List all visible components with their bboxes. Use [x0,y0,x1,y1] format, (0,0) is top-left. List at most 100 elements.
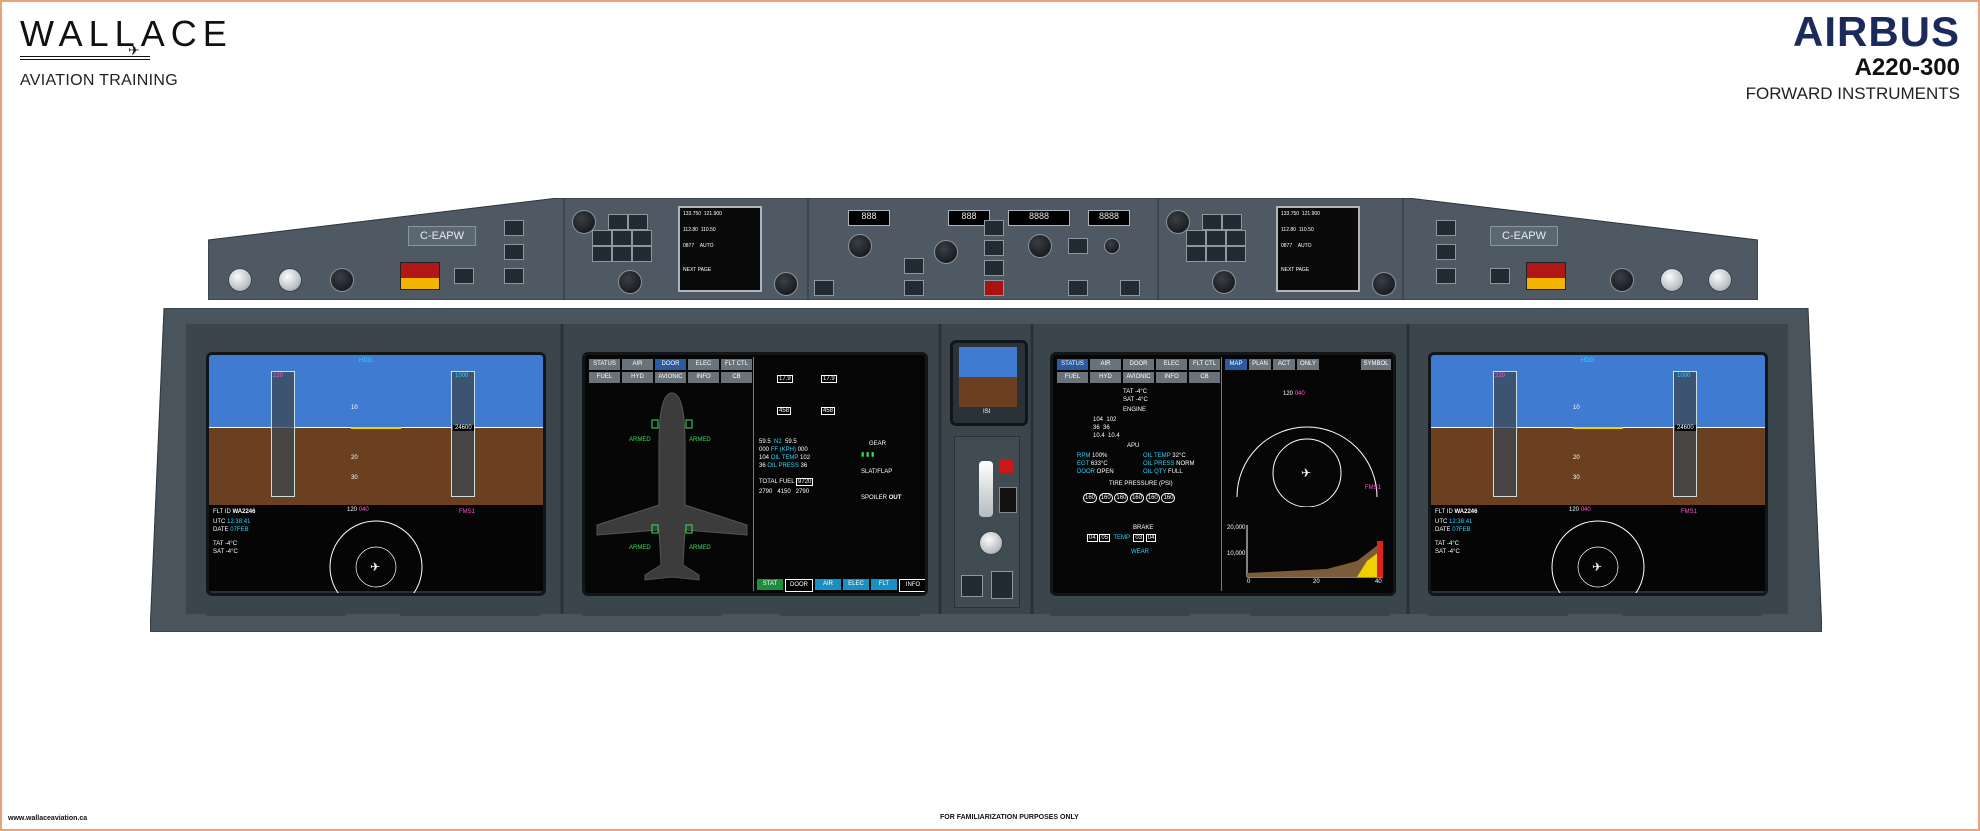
ccp-button[interactable] [1206,246,1226,262]
vsd-top-label: 20,000 [1227,525,1246,531]
left-dsply-button[interactable] [504,220,524,236]
tab-cb[interactable]: CB [721,372,752,383]
ccp-button[interactable] [612,230,632,246]
right-stby-button[interactable] [1436,244,1456,260]
tab-hyd[interactable]: HYD [622,372,653,383]
rtu-tuning-knob-left[interactable] [774,272,798,296]
fcp-button[interactable] [904,258,924,274]
tab-fuel[interactable]: FUEL [1057,372,1088,383]
auto-brake-disarm-button[interactable] [999,459,1013,473]
right-eject-button[interactable] [1436,268,1456,284]
tab-air[interactable]: AIR [622,359,653,370]
autoland-disconnect-button[interactable] [984,280,1004,296]
eicas-display: STATUS AIR DOOR ELEC FLT CTL FUEL HYD AV… [582,352,928,596]
master-warning-light[interactable] [400,262,440,290]
ccp-button[interactable] [1186,230,1206,246]
left-pfd: HDG 220 1000 24600 10 20 30 FLT ID WA224… [206,352,546,596]
right-dsply-button[interactable] [1436,220,1456,236]
outbd-brightness-knob[interactable] [228,268,252,292]
ccp-button[interactable] [1206,230,1226,246]
ccp-button[interactable] [608,214,628,230]
footer-website[interactable]: www.wallaceaviation.ca [8,815,88,822]
tab-hyd[interactable]: HYD [1090,372,1121,383]
ccp-button[interactable] [592,230,612,246]
chronometer-switch[interactable] [999,487,1017,513]
chrono-button-right[interactable] [1610,268,1634,292]
baro-knob-right[interactable] [1212,270,1236,294]
tab-only[interactable]: ONLY [1297,359,1319,370]
tab-fuel[interactable]: FUEL [589,372,620,383]
tab-door[interactable]: DOOR [1123,359,1154,370]
ap-button[interactable] [984,220,1004,236]
tab-map[interactable]: MAP [1225,359,1247,370]
chrono-button[interactable] [330,268,354,292]
bottom-tab[interactable]: STAT [757,579,783,590]
left-tail-number: C-EAPW [408,226,476,246]
fcp-button[interactable] [1068,238,1088,254]
left-stby-button[interactable] [504,244,524,260]
fcp-button[interactable] [1068,280,1088,296]
tab-avionic[interactable]: AVIONIC [655,372,686,383]
alternate-gear-switch[interactable] [991,571,1013,599]
baro-knob-left[interactable] [618,270,642,294]
ccp-button[interactable] [612,246,632,262]
tab-elec[interactable]: ELEC [1156,359,1187,370]
tab-flt-ctl[interactable]: FLT CTL [721,359,752,370]
tab-elec[interactable]: ELEC [688,359,719,370]
date-value: 07FEB [1452,527,1471,533]
bottom-tab[interactable]: AIR [815,579,841,590]
tab-symbol[interactable]: SYMBOL [1361,359,1391,370]
right-pfd: HDG 220 1000 24600 10 20 30 FLT ID WA224… [1428,352,1768,596]
caution-light[interactable] [401,278,439,289]
ccp-button[interactable] [1186,246,1206,262]
fcp-button[interactable] [904,280,924,296]
tab-flt-ctl[interactable]: FLT CTL [1189,359,1220,370]
altitude-knob[interactable] [1028,234,1052,258]
master-warning-light-right[interactable] [1526,262,1566,290]
at-button[interactable] [984,240,1004,256]
tab-act[interactable]: ACT [1273,359,1295,370]
inbd-brightness-knob[interactable] [278,268,302,292]
tab-status[interactable]: STATUS [1057,359,1088,370]
heading-knob[interactable] [934,240,958,264]
bottom-tab[interactable]: DOOR [785,579,813,592]
ccp-button[interactable] [632,230,652,246]
inbd-brightness-knob-right[interactable] [1660,268,1684,292]
tab-status[interactable]: STATUS [589,359,620,370]
ccp-button[interactable] [1222,214,1242,230]
sidestick-priority-button-right[interactable] [1490,268,1510,284]
sidestick-priority-button[interactable] [454,268,474,284]
bottom-tab[interactable]: INFO [899,579,925,592]
vs-wheel[interactable] [1104,238,1120,254]
autobrake-selector-knob[interactable] [979,531,1003,555]
fcp-button[interactable] [814,280,834,296]
gear-horn-mute-button[interactable] [961,575,983,597]
ccp-button[interactable] [1226,230,1246,246]
fcp-button[interactable] [1120,280,1140,296]
ccp-button[interactable] [1226,246,1246,262]
pfd-sky [1431,355,1765,427]
left-eject-button[interactable] [504,268,524,284]
ccp-button[interactable] [628,214,648,230]
bottom-tab[interactable]: ELEC [843,579,869,590]
tab-avionic[interactable]: AVIONIC [1123,372,1154,383]
tab-air[interactable]: AIR [1090,359,1121,370]
gear-lever[interactable] [979,461,993,517]
outbd-brightness-knob-right[interactable] [1708,268,1732,292]
ccp-button[interactable] [592,246,612,262]
rtu-line: 133.750 [1281,211,1300,217]
ccp-button[interactable] [632,246,652,262]
speed-knob[interactable] [848,234,872,258]
caution-light-right[interactable] [1527,278,1565,289]
bottom-tab[interactable]: FLT [871,579,897,590]
tab-info[interactable]: INFO [1156,372,1187,383]
rtu-tuning-knob-right[interactable] [1372,272,1396,296]
oil-press-label: OIL PRESS [767,463,799,469]
tab-cb[interactable]: CB [1189,372,1220,383]
fd-button[interactable] [984,260,1004,276]
tab-plan[interactable]: PLAN [1249,359,1271,370]
tab-info[interactable]: INFO [688,372,719,383]
ccp-button[interactable] [1202,214,1222,230]
tab-door[interactable]: DOOR [655,359,686,370]
tire-pressure-label: TIRE PRESSURE (PSI) [1109,481,1173,487]
